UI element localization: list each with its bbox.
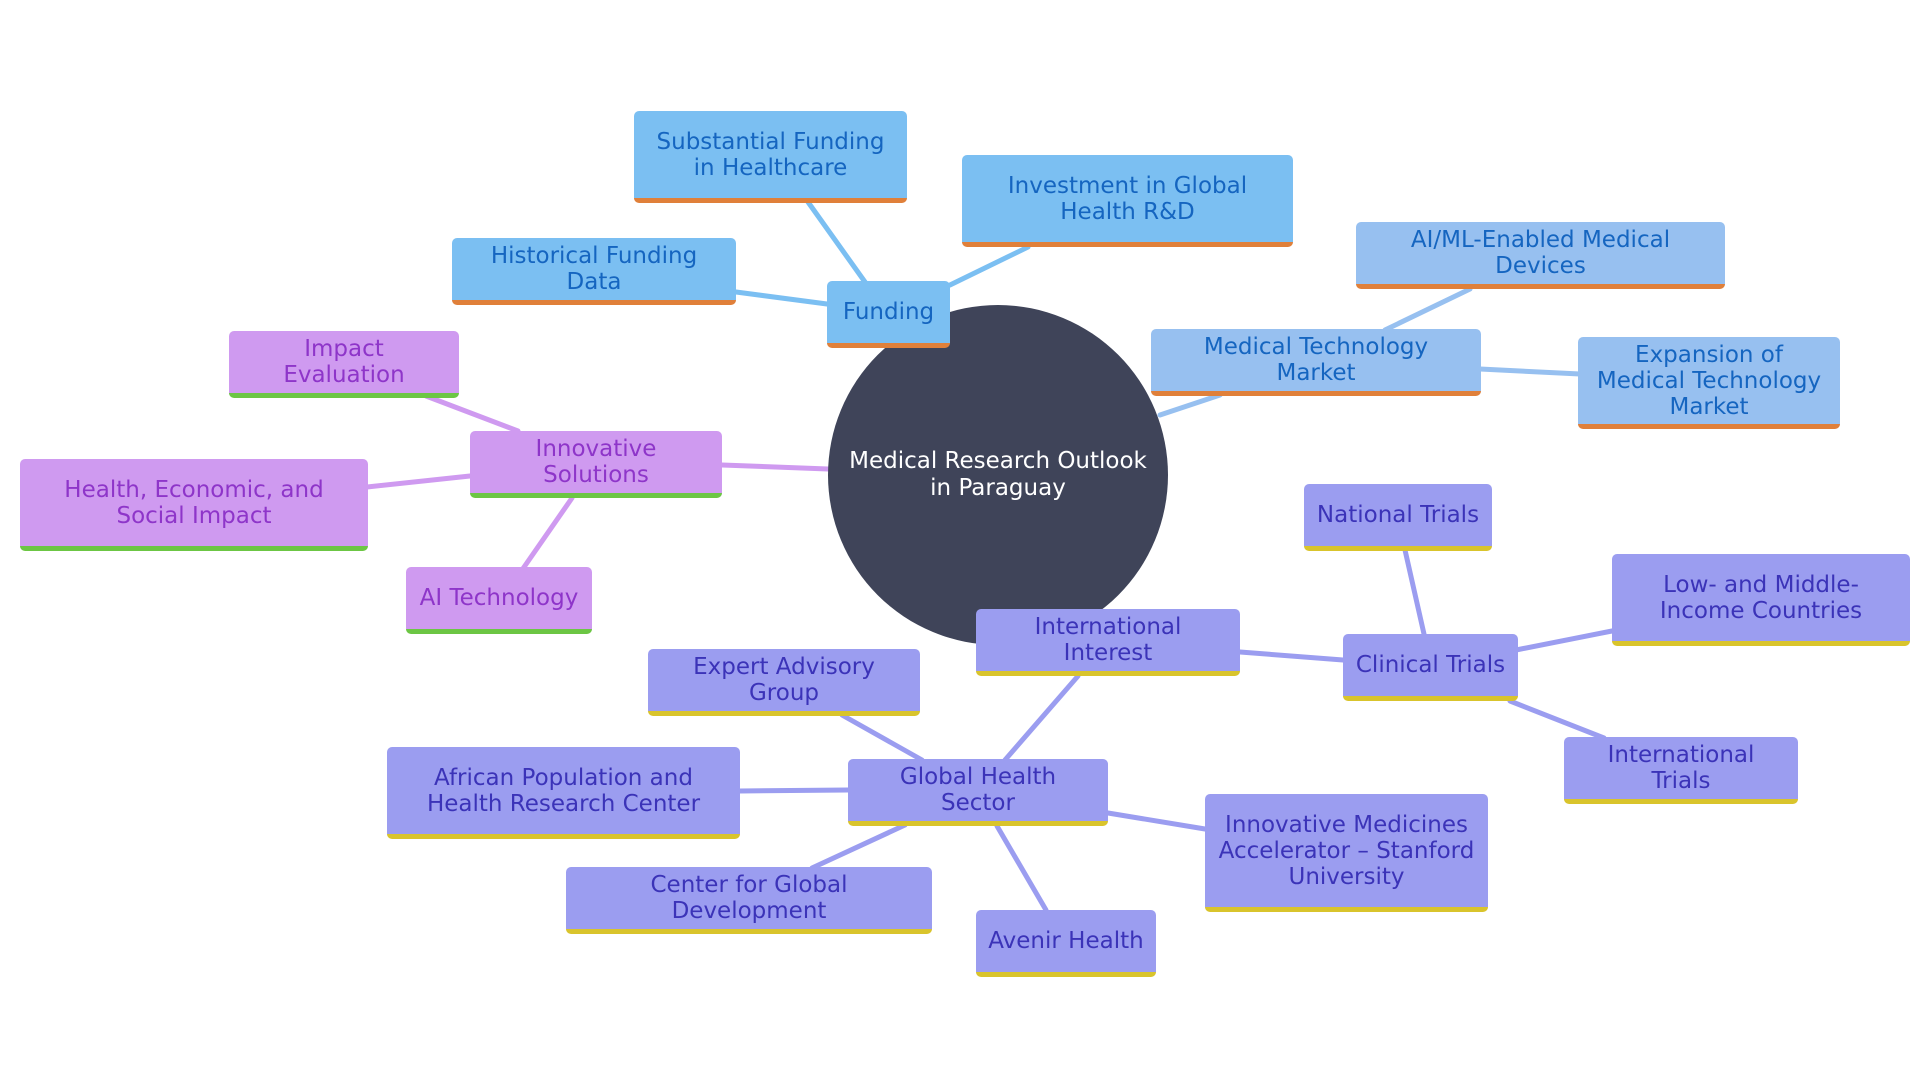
node-innovative-solutions-label: Innovative Solutions [535,436,657,488]
node-ai-technology: AI Technology [406,567,592,634]
node-low-middle-income: Low- and Middle-Income Countries [1612,554,1910,646]
edge-intl-global [1002,673,1081,763]
node-ai-ml-devices-label: AI/ML-Enabled Medical Devices [1410,227,1671,279]
node-international-trials: International Trials [1564,737,1798,804]
edge-medtech-aiml [1382,286,1473,333]
edge-global-cgd [809,822,908,871]
edge-clinical-lowmid [1513,628,1615,653]
node-innovative-medicines: Innovative Medicines Accelerator – Stanf… [1205,794,1488,912]
node-innovative-medicines-label: Innovative Medicines Accelerator – Stanf… [1218,811,1475,890]
node-center-global-dev: Center for Global Development [566,867,932,934]
node-african-population: African Population and Health Research C… [387,747,740,839]
edge-clinical-international [1507,698,1607,741]
edge-global-ima [1105,810,1208,832]
center-node-label: Medical Research Outlook in Paraguay [849,448,1147,501]
edge-innovative-ai [519,495,575,573]
node-ai-ml-devices: AI/ML-Enabled Medical Devices [1356,222,1725,289]
edge-global-expert [839,712,925,763]
edge-global-african [737,787,851,794]
edge-clinical-national [1402,547,1427,637]
node-expansion-medtech: Expansion of Medical Technology Market [1578,337,1840,429]
node-national-trials: National Trials [1304,484,1492,551]
node-funding: Funding [827,281,950,348]
edge-global-avenir [994,823,1049,913]
node-substantial-funding: Substantial Funding in Healthcare [634,111,907,203]
node-impact-evaluation: Impact Evaluation [229,331,459,398]
node-investment-global-label: Investment in Global Health R&D [1007,172,1248,225]
node-global-health-sector: Global Health Sector [848,759,1108,826]
node-international-interest-label: International Interest [1034,614,1182,666]
node-international-interest: International Interest [976,609,1240,676]
node-ai-technology-label: AI Technology [419,585,579,611]
node-medtech-market-label: Medical Technology Market [1203,334,1429,386]
node-expert-advisory-label: Expert Advisory Group [693,654,875,706]
node-investment-global: Investment in Global Health R&D [962,155,1293,247]
node-health-econ-social: Health, Economic, and Social Impact [20,459,368,551]
node-health-econ-social-label: Health, Economic, and Social Impact [64,476,324,529]
edge-funding-substantial [805,199,868,285]
node-expert-advisory: Expert Advisory Group [648,649,920,716]
node-funding-label: Funding [842,299,935,325]
node-international-trials-label: International Trials [1607,742,1755,794]
node-avenir-health-label: Avenir Health [988,928,1144,954]
edge-funding-historical [733,289,830,307]
node-innovative-solutions: Innovative Solutions [470,431,722,498]
center-node-medical-research-outlook: Medical Research Outlook in Paraguay [828,305,1168,645]
node-historical-funding: Historical Funding Data [452,238,736,305]
edge-medtech-expansion [1477,366,1583,377]
edge-center-innovative [719,462,831,472]
node-low-middle-income-label: Low- and Middle-Income Countries [1659,571,1863,624]
node-historical-funding-label: Historical Funding Data [490,243,698,295]
node-clinical-trials: Clinical Trials [1343,634,1518,701]
edge-center-medtech [1157,392,1223,418]
edge-funding-investment [947,244,1031,288]
edge-innovative-health [364,473,473,490]
edge-intl-clinical [1237,649,1346,663]
node-african-population-label: African Population and Health Research C… [426,764,701,817]
node-avenir-health: Avenir Health [976,910,1156,977]
node-global-health-sector-label: Global Health Sector [899,764,1057,816]
edge-innovative-impact [423,393,521,434]
node-medtech-market: Medical Technology Market [1151,329,1481,396]
node-expansion-medtech-label: Expansion of Medical Technology Market [1596,341,1822,420]
node-impact-evaluation-label: Impact Evaluation [283,336,405,388]
node-center-global-dev-label: Center for Global Development [650,872,848,924]
node-national-trials-label: National Trials [1316,502,1480,528]
node-substantial-funding-label: Substantial Funding in Healthcare [656,128,885,181]
node-clinical-trials-label: Clinical Trials [1355,652,1506,678]
